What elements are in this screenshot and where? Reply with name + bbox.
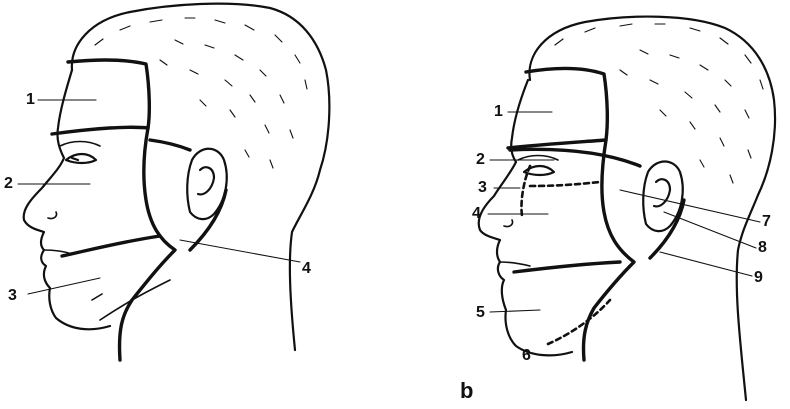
right-label-3: 3	[478, 180, 487, 196]
right-mouth	[500, 262, 530, 266]
left-zone-jawline	[62, 236, 160, 256]
right-zone6-dash	[548, 300, 610, 344]
left-nostril	[48, 212, 57, 219]
right-label-9: 9	[754, 270, 763, 286]
right-label-8: 8	[758, 240, 767, 256]
right-label-4: 4	[472, 206, 481, 222]
left-zone1-border	[52, 60, 149, 134]
left-label-3: 3	[8, 288, 17, 304]
right-zone4-border	[583, 140, 634, 360]
left-neck-border	[190, 190, 226, 250]
left-zone4-border	[120, 128, 176, 360]
left-label-2: 2	[4, 176, 13, 192]
right-leaders	[488, 112, 760, 312]
right-zone5-line	[514, 262, 620, 272]
left-head-outline	[72, 4, 330, 350]
right-label-6: 6	[522, 348, 531, 364]
left-label-1: 1	[26, 92, 35, 108]
left-brow	[60, 142, 100, 147]
right-face-profile	[479, 80, 572, 355]
left-face-profile	[24, 70, 110, 329]
right-hair-texture	[555, 24, 763, 183]
right-zone2-line	[510, 149, 640, 166]
left-eye	[66, 154, 96, 163]
right-head-outline	[529, 17, 775, 400]
right-brow	[518, 156, 558, 161]
left-label-4: 4	[302, 261, 311, 277]
left-zone-top-line	[150, 140, 190, 150]
right-nostril	[504, 220, 513, 227]
left-head-drawing	[18, 4, 329, 360]
right-label-1: 1	[494, 104, 503, 120]
left-neck-lines	[92, 280, 170, 320]
right-zone1-border	[508, 69, 607, 149]
left-hair-texture	[95, 18, 307, 168]
right-label-5: 5	[476, 305, 485, 321]
right-label-2: 2	[476, 152, 485, 168]
right-head-drawing	[479, 17, 775, 400]
right-label-7: 7	[762, 214, 771, 230]
panel-letter-b: b	[460, 380, 473, 402]
